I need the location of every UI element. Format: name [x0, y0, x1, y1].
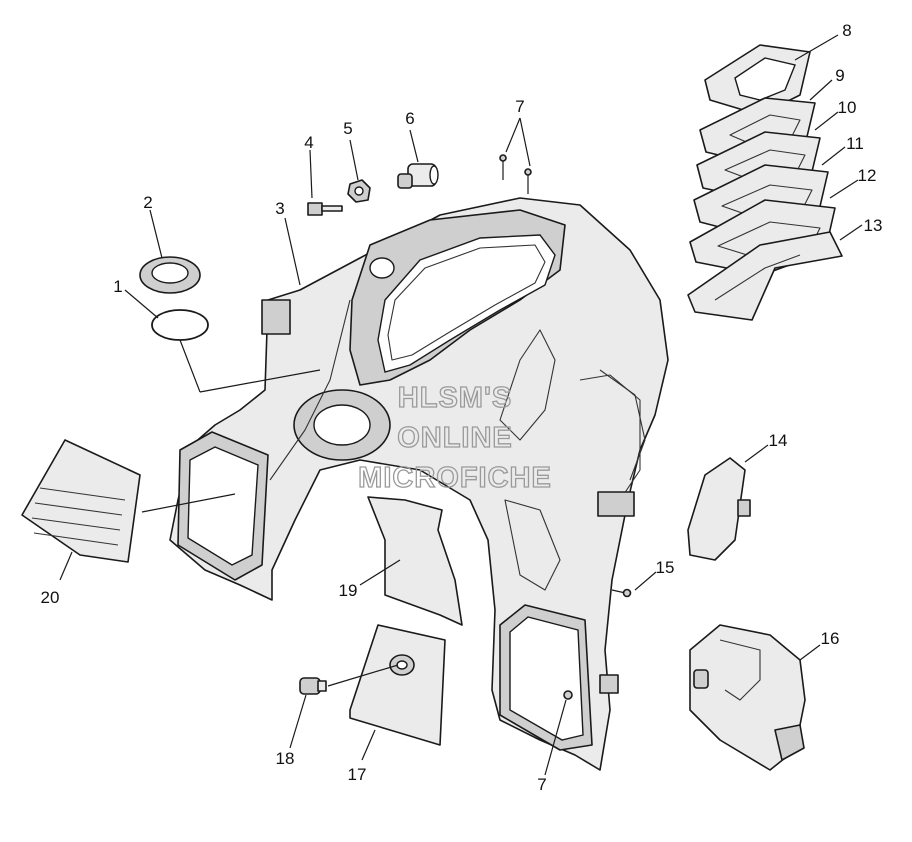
callout-9: 9: [835, 66, 844, 85]
callout-18: 18: [276, 749, 295, 768]
callout-11: 11: [846, 134, 864, 153]
callout-7-upper: 7: [515, 97, 524, 116]
callout-17: 17: [348, 765, 367, 784]
callout-4: 4: [304, 133, 313, 152]
part-nut: [347, 179, 371, 203]
watermark: HLSM'S ONLINE MICROFICHE: [358, 381, 552, 494]
part-knob: [299, 677, 327, 695]
callout-labels: 1 2 3 4 5 6 7 7 8 9 10 11 12 13 14 15 16…: [41, 21, 883, 794]
callout-3: 3: [275, 199, 284, 218]
part-plate-8: [704, 44, 811, 116]
callout-14: 14: [769, 431, 788, 450]
part-key: [307, 202, 343, 216]
callout-7-lower: 7: [537, 775, 546, 794]
callout-12: 12: [858, 166, 877, 185]
right-mount-tab: [597, 491, 635, 517]
callout-20: 20: [41, 588, 60, 607]
watermark-line-1: HLSM'S: [398, 382, 512, 414]
part-screw-lower: [563, 690, 573, 700]
part-grille: [21, 439, 141, 563]
callout-15: 15: [656, 558, 675, 577]
callout-6: 6: [405, 109, 414, 128]
callout-10: 10: [838, 98, 857, 117]
callout-2: 2: [143, 193, 152, 212]
part-screws-upper: [499, 154, 532, 194]
part-plate-13: [687, 231, 843, 321]
lower-mount-tab: [599, 674, 619, 694]
part-trim: [367, 496, 463, 626]
callout-1: 1: [113, 277, 122, 296]
watermark-line-2: ONLINE: [397, 422, 513, 454]
leader-lines: [59, 34, 863, 776]
callout-19: 19: [339, 581, 358, 600]
key-switch-hole: [369, 257, 395, 279]
callout-5: 5: [343, 119, 352, 138]
callout-8: 8: [842, 21, 851, 40]
callout-16: 16: [821, 629, 840, 648]
part-cover: [687, 457, 751, 561]
callout-13: 13: [864, 216, 883, 235]
part-o-ring: [151, 309, 209, 341]
part-main-console: [169, 197, 669, 771]
part-grommet: [139, 256, 201, 294]
part-fastener: [611, 588, 632, 598]
part-ignition-switch: [397, 163, 439, 189]
left-mount-tab: [261, 299, 291, 335]
gauge-bezel-hole: [313, 404, 371, 446]
part-lower-panel: [349, 624, 446, 746]
watermark-line-3: MICROFICHE: [358, 462, 552, 494]
part-side-pocket: [689, 624, 806, 771]
